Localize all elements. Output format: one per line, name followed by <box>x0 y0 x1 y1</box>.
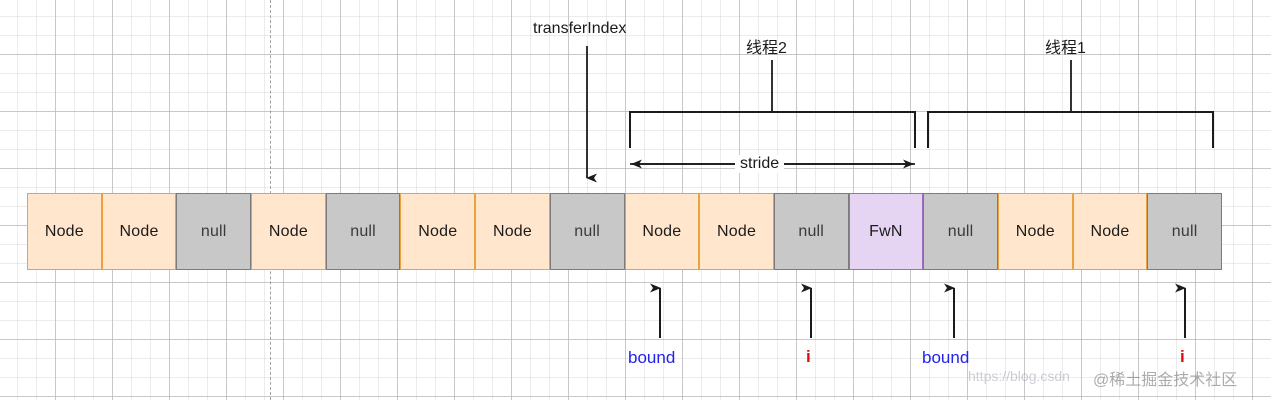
array-cell[interactable]: null <box>773 193 849 270</box>
array-cell[interactable]: Node <box>101 193 177 270</box>
array-cell[interactable]: null <box>549 193 625 270</box>
array-cell-label: null <box>200 222 227 240</box>
array-cell-label: Node <box>119 222 159 240</box>
array-cell[interactable]: Node <box>475 193 550 270</box>
array-cell[interactable]: null <box>1147 193 1222 270</box>
array-cell-label: FwN <box>869 222 903 240</box>
array-cell-label: Node <box>1015 222 1055 240</box>
array-cell-label: null <box>350 222 376 240</box>
array-cell-label: null <box>1171 222 1198 240</box>
array-cell-label: Node <box>717 222 757 240</box>
array-cell-label: Node <box>44 222 84 240</box>
thread2-bracket <box>629 60 916 148</box>
array-cell-label: Node <box>492 222 532 240</box>
array-cell[interactable]: Node <box>27 193 102 270</box>
array-cell[interactable]: null <box>325 193 401 270</box>
thread1-bracket <box>927 60 1214 148</box>
label-i-left: i <box>806 347 811 366</box>
array-cell[interactable]: null <box>176 193 252 270</box>
label-i-right: i <box>1180 347 1185 366</box>
array-cell[interactable]: Node <box>624 193 700 270</box>
label-stride: stride <box>735 155 785 173</box>
array-cell-label: Node <box>268 222 308 240</box>
array-cell[interactable]: Node <box>251 193 326 270</box>
array-cell[interactable]: Node <box>997 193 1073 270</box>
watermark-brand: @稀土掘金技术社区 <box>1093 372 1238 389</box>
array-cell-label: null <box>947 222 974 240</box>
array-cell[interactable]: Node <box>400 193 476 270</box>
array-cell-label: Node <box>418 222 458 240</box>
array-cell[interactable]: null <box>923 193 998 270</box>
array-cell-label: Node <box>1090 222 1130 240</box>
label-transfer-index: transferIndex <box>533 20 627 37</box>
array-cell-label: null <box>798 222 825 240</box>
array-cell-label: null <box>574 222 601 240</box>
label-bound-left: bound <box>628 348 676 367</box>
array-cell[interactable]: Node <box>699 193 774 270</box>
label-bound-right: bound <box>922 348 970 367</box>
bucket-array: Node Node null Node null Node Node null … <box>27 193 1222 270</box>
array-cell[interactable]: Node <box>1072 193 1148 270</box>
array-cell[interactable]: FwN <box>848 193 924 270</box>
label-thread1: 线程1 <box>1045 40 1086 57</box>
array-cell-label: Node <box>642 222 682 240</box>
watermark-url: https://blog.csdn <box>968 368 1070 384</box>
label-thread2: 线程2 <box>746 40 787 57</box>
